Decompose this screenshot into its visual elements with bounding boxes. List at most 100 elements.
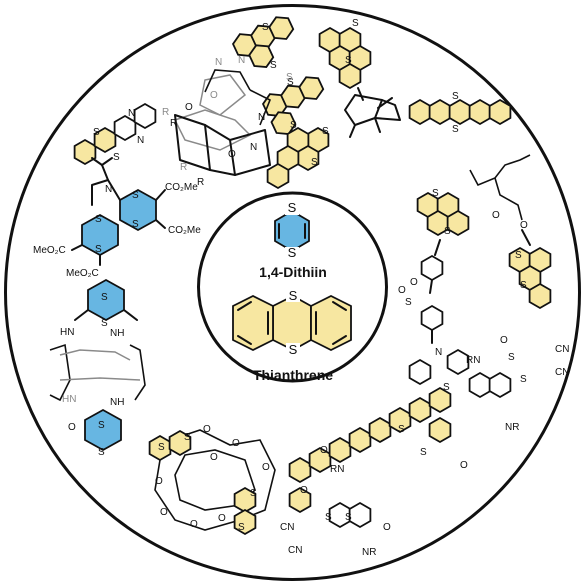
imide-nr: NR bbox=[362, 547, 376, 558]
atom-o: O bbox=[460, 460, 468, 471]
atom-s: S bbox=[113, 152, 120, 163]
dithiin-s-top: S bbox=[288, 200, 297, 215]
atom-s: S bbox=[158, 442, 165, 453]
atom-o-grey: O bbox=[210, 90, 218, 101]
atom-o: O bbox=[383, 522, 391, 533]
atom-s: S bbox=[322, 126, 329, 137]
atom-s: S bbox=[101, 318, 108, 329]
thianthrene-polymer-molecule: O O S S bbox=[469, 154, 552, 309]
dithiin-core: S S bbox=[274, 200, 310, 260]
atom-o: O bbox=[232, 438, 240, 449]
atom-o: O bbox=[185, 102, 193, 113]
atom-s: S bbox=[311, 157, 318, 168]
atom-s: S bbox=[95, 244, 102, 255]
inner-circle bbox=[197, 191, 388, 383]
ester-label: CO₂Me bbox=[165, 182, 198, 193]
nitrile: CN bbox=[288, 545, 302, 556]
fused-bis-thianthrene-molecule: S S S S S S bbox=[266, 18, 512, 189]
atom-o: O bbox=[410, 277, 418, 288]
atom-r: R bbox=[170, 118, 177, 129]
atom-r-grey: R bbox=[162, 107, 169, 118]
atom-s: S bbox=[287, 77, 294, 88]
imide-rn: RN bbox=[466, 355, 480, 366]
atom-s: S bbox=[443, 382, 450, 393]
atom-n: N bbox=[435, 347, 442, 358]
atom-o: O bbox=[398, 285, 406, 296]
atom-s: S bbox=[352, 18, 359, 29]
atom-n: N bbox=[105, 184, 112, 195]
atom-s: S bbox=[432, 188, 439, 199]
dithiin-macrocycle-molecule: S S HN NH S S NH HN O bbox=[49, 278, 146, 458]
atom-o: O bbox=[190, 519, 198, 530]
atom-o: O bbox=[492, 210, 500, 221]
atom-o: O bbox=[262, 462, 270, 473]
imide-rn: RN bbox=[330, 464, 344, 475]
ester-label: MeO₂C bbox=[33, 245, 66, 256]
atom-o: O bbox=[300, 485, 308, 496]
atom-o: O bbox=[210, 452, 218, 463]
atom-s: S bbox=[262, 22, 269, 33]
atom-s: S bbox=[101, 292, 108, 303]
atom-s: S bbox=[405, 297, 412, 308]
atom-o: O bbox=[520, 220, 528, 231]
atom-s: S bbox=[290, 120, 297, 131]
atom-n: N bbox=[137, 135, 144, 146]
atom-o: O bbox=[228, 149, 236, 160]
amide-nh-grey: HN bbox=[62, 394, 76, 405]
pyrrole-dithiin-ester-molecule: N S S S S CO₂Me CO₂Me MeO₂C MeO₂C bbox=[33, 157, 201, 279]
atom-s: S bbox=[250, 488, 257, 499]
atom-s: S bbox=[508, 352, 515, 363]
atom-s: S bbox=[398, 424, 405, 435]
atom-s: S bbox=[132, 190, 139, 201]
nitrile: CN bbox=[555, 344, 569, 355]
amide-nh: NH bbox=[110, 397, 124, 408]
amide-nh: NH bbox=[110, 328, 124, 339]
amide-nh: HN bbox=[60, 327, 74, 338]
atom-s: S bbox=[345, 55, 352, 66]
atom-o: O bbox=[500, 335, 508, 346]
atom-n: N bbox=[258, 112, 265, 123]
outer-circle bbox=[4, 4, 581, 581]
dithiin-label: 1,4-Dithiin bbox=[259, 264, 327, 280]
atom-s: S bbox=[345, 512, 352, 523]
atom-s: S bbox=[452, 91, 459, 102]
atom-s: S bbox=[452, 124, 459, 135]
sulfone-thianthrene-molecule: S S O S O N S bbox=[398, 188, 470, 393]
atom-o: O bbox=[320, 445, 328, 456]
atom-s: S bbox=[444, 226, 451, 237]
nitrile: CN bbox=[280, 522, 294, 533]
ester-label: MeO₂C bbox=[66, 268, 99, 279]
fused-rylene-thianthrene-molecule: O RN S S CN CN NR RN O O NR S S CN CN S … bbox=[280, 335, 569, 558]
atom-s: S bbox=[93, 127, 100, 138]
quinoxaline-thianthrene-molecule: S S N N bbox=[73, 103, 157, 165]
thianthrene-core: S S bbox=[232, 288, 352, 357]
ester-label: CO₂Me bbox=[168, 225, 201, 236]
thianthrene-s-bottom: S bbox=[289, 342, 298, 357]
atom-s: S bbox=[132, 219, 139, 230]
atom-r: R bbox=[197, 177, 204, 188]
imide-nr: NR bbox=[505, 422, 519, 433]
atom-s: S bbox=[325, 512, 332, 523]
atom-o: O bbox=[68, 422, 76, 433]
thianthrene-label: Thianthrene bbox=[253, 367, 333, 383]
atom-s: S bbox=[98, 447, 105, 458]
atom-n-grey: N bbox=[215, 57, 222, 68]
nitrile: CN bbox=[555, 367, 569, 378]
atom-o: O bbox=[160, 507, 168, 518]
atom-s: S bbox=[184, 432, 191, 443]
atom-s: S bbox=[520, 280, 527, 291]
atom-s: S bbox=[520, 374, 527, 385]
thianthrene-s-top: S bbox=[289, 288, 298, 303]
atom-s: S bbox=[98, 420, 105, 431]
atom-o: O bbox=[218, 513, 226, 524]
atom-s: S bbox=[238, 522, 245, 533]
atom-o: O bbox=[203, 424, 211, 435]
atom-o: O bbox=[155, 476, 163, 487]
atom-s: S bbox=[95, 214, 102, 225]
thianthrene-crown-ether-molecule: S S S S O O O O O O O O bbox=[148, 424, 276, 535]
atom-s: S bbox=[515, 250, 522, 261]
dithiin-s-bottom: S bbox=[288, 245, 297, 260]
atom-n: N bbox=[128, 108, 135, 119]
atom-n-grey: N bbox=[238, 55, 245, 66]
